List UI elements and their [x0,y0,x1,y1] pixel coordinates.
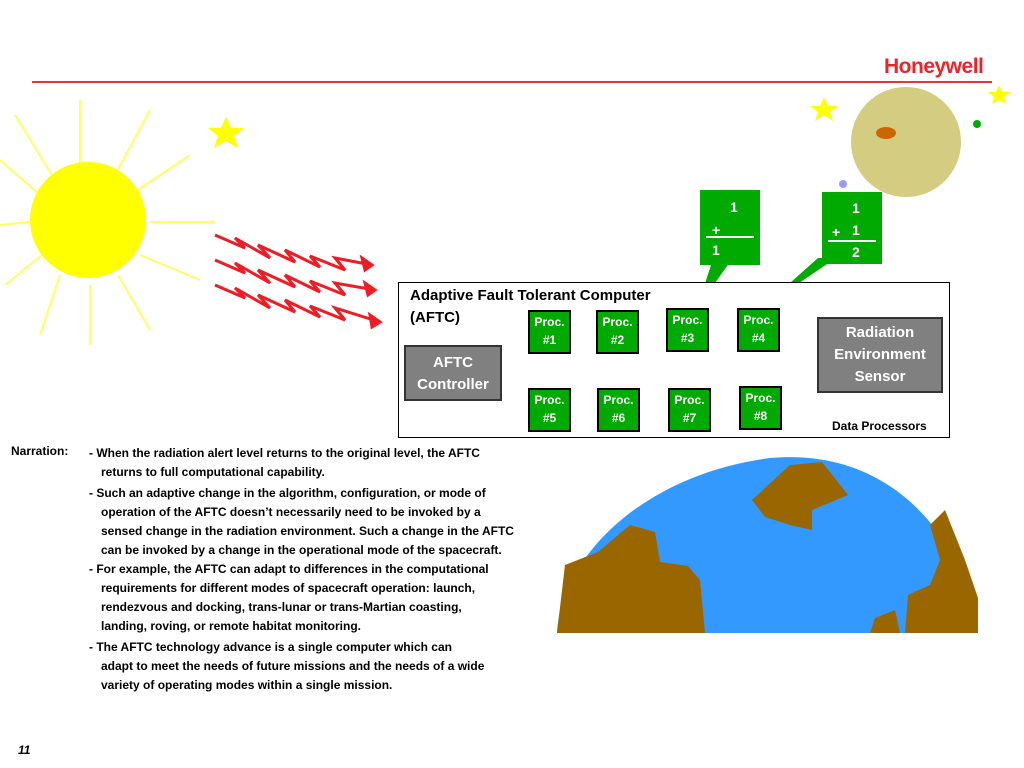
controller-line2: Controller [417,376,489,393]
callout-right-top: 1 [852,200,860,216]
narration-item-2: - Such an adaptive change in the algorit… [89,484,609,560]
callout-right-result: 2 [852,244,860,260]
narration-item-3: - For example, the AFTC can adapt to dif… [89,560,609,636]
narration-item-4: - The AFTC technology advance is a singl… [89,638,609,695]
sensor-line2: Environment [834,346,926,363]
narration-line: landing, roving, or remote habitat monit… [101,619,362,633]
star-icon [988,85,1010,104]
processor-7: Proc.#7 [668,388,711,432]
callout-left-bottom: 1 [712,242,720,258]
dot-icon [973,120,981,128]
narration-line: returns to full computational capability… [101,465,325,479]
callout-right-rule [828,240,876,242]
narration-label: Narration: [11,444,69,458]
narration-line: variety of operating modes within a sing… [101,678,393,692]
narration-line: adapt to meet the needs of future missio… [101,659,485,673]
aftc-title-line1: Adaptive Fault Tolerant Computer [410,287,651,304]
narration-line: sensed change in the radiation environme… [101,524,514,538]
processor-3: Proc.#3 [666,308,709,352]
narration-line: - When the radiation alert level returns… [89,446,480,460]
callout-left: 1 + 1 [700,190,760,265]
sensor-line1: Radiation [845,324,915,341]
controller-line1: AFTC [433,354,473,371]
header-rule [32,81,992,83]
dot-icon [839,180,847,188]
narration-line: operation of the AFTC doesn’t necessaril… [101,505,481,519]
sensor-line3: Sensor [854,368,906,385]
aftc-title: Adaptive Fault Tolerant Computer (AFTC) [410,285,651,329]
aftc-controller: AFTC Controller [404,345,502,401]
data-processors-label: Data Processors [832,419,927,433]
earth-icon [557,457,978,633]
narration-line: - The AFTC technology advance is a singl… [89,640,452,654]
sun-rays-icon [0,100,215,345]
processor-5: Proc.#5 [528,388,571,432]
narration-line: rendezvous and docking, trans-lunar or t… [101,600,462,614]
processor-1: Proc.#1 [528,310,571,354]
star-icon [208,117,244,148]
star-icon [810,97,838,121]
processor-4: Proc.#4 [737,308,780,352]
narration-line: - For example, the AFTC can adapt to dif… [89,562,489,576]
processor-6: Proc.#6 [597,388,640,432]
narration-line: requirements for different modes of spac… [101,581,476,595]
callout-right: 1 + 1 2 [822,192,882,264]
processor-8: Proc.#8 [739,386,782,430]
narration-line: can be invoked by a change in the operat… [101,543,502,557]
radiation-arrows-icon [214,233,383,330]
planet-icon [851,87,961,197]
narration-line: - Such an adaptive change in the algorit… [89,486,486,500]
callout-left-rule [706,236,754,238]
sun-icon [30,162,146,278]
processor-2: Proc.#2 [596,310,639,354]
page-number: 11 [18,743,31,757]
aftc-title-line2: (AFTC) [410,309,460,326]
callout-left-top: 1 [730,199,738,215]
honeywell-logo: Honeywell [884,55,984,78]
narration-item-1: - When the radiation alert level returns… [89,444,609,482]
radiation-sensor: Radiation Environment Sensor [817,317,943,393]
callout-left-op: + [712,222,721,238]
callout-right-mid: 1 [852,222,860,238]
callout-right-op: + [832,224,841,240]
